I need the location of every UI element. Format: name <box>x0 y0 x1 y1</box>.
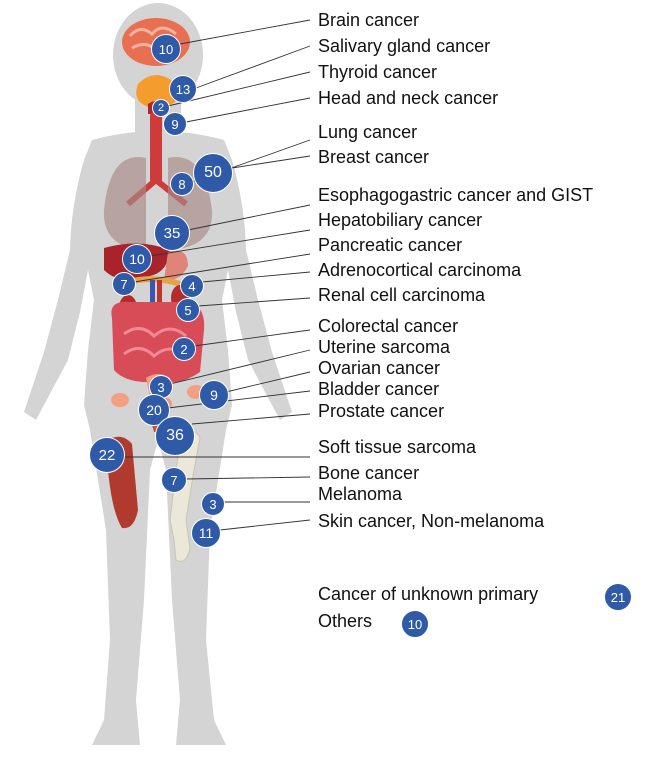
cancer-label: Soft tissue sarcoma <box>318 437 476 458</box>
cancer-label: Prostate cancer <box>318 401 444 422</box>
count-badge: 13 <box>169 75 197 103</box>
leader-line <box>220 520 310 530</box>
cancer-label: Head and neck cancer <box>318 88 498 109</box>
extra-label: Others <box>318 611 372 632</box>
count-badge: 50 <box>193 153 233 193</box>
count-badge: 10 <box>151 34 181 64</box>
cancer-label: Colorectal cancer <box>318 316 458 337</box>
cancer-label: Bone cancer <box>318 463 419 484</box>
leader-line <box>196 46 310 88</box>
cancer-label: Melanoma <box>318 484 402 505</box>
count-badge: 7 <box>112 272 136 296</box>
cancer-label: Thyroid cancer <box>318 62 437 83</box>
cancer-label: Renal cell carcinoma <box>318 285 485 306</box>
count-badge: 3 <box>201 492 225 516</box>
count-badge: 36 <box>155 416 195 456</box>
count-badge: 10 <box>401 610 429 638</box>
extra-label: Cancer of unknown primary <box>318 584 538 605</box>
count-badge: 9 <box>163 112 187 136</box>
count-badge: 21 <box>604 583 632 611</box>
count-badge: 5 <box>176 298 200 322</box>
count-badge: 8 <box>170 172 194 196</box>
cancer-label: Adrenocortical carcinoma <box>318 260 521 281</box>
count-badge: 10 <box>122 244 152 274</box>
trachea-icon <box>150 112 162 184</box>
leader-line <box>232 156 310 168</box>
cancer-label: Uterine sarcoma <box>318 337 450 358</box>
cancer-label: Skin cancer, Non-melanoma <box>318 511 544 532</box>
ovary-icon <box>111 393 129 407</box>
cancer-label: Bladder cancer <box>318 379 439 400</box>
leader-line <box>180 20 310 44</box>
count-badge: 7 <box>161 467 187 493</box>
cancer-label: Esophagogastric cancer and GIST <box>318 185 593 206</box>
cancer-label: Hepatobiliary cancer <box>318 210 482 231</box>
count-badge: 11 <box>191 518 221 548</box>
count-badge: 2 <box>172 337 196 361</box>
cancer-label: Lung cancer <box>318 122 417 143</box>
count-badge: 4 <box>180 274 204 298</box>
count-badge: 9 <box>199 380 229 410</box>
cancer-label: Breast cancer <box>318 147 429 168</box>
cancer-label: Salivary gland cancer <box>318 36 490 57</box>
cancer-label: Pancreatic cancer <box>318 235 462 256</box>
cancer-label: Brain cancer <box>318 10 419 31</box>
count-badge: 35 <box>154 215 190 251</box>
cancer-label: Ovarian cancer <box>318 358 440 379</box>
count-badge: 22 <box>89 437 125 473</box>
leader-line <box>186 98 310 122</box>
